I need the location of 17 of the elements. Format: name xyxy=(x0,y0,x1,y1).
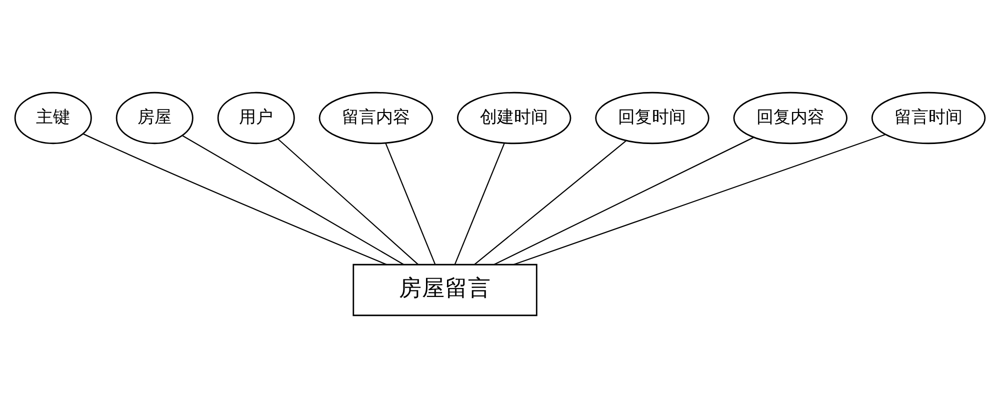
node-box: 房屋留言 xyxy=(352,264,538,316)
connector xyxy=(385,142,436,265)
node-ellipse: 用户 xyxy=(217,92,295,144)
node-ellipse: 房屋 xyxy=(116,92,194,144)
connector xyxy=(514,134,886,266)
node-ellipse: 创建时间 xyxy=(456,92,572,144)
node-ellipse: 留言时间 xyxy=(871,92,986,144)
connector xyxy=(474,140,626,265)
connector xyxy=(82,133,387,266)
connector xyxy=(277,138,418,265)
node-ellipse: 留言内容 xyxy=(318,92,434,144)
connector xyxy=(454,142,505,265)
node-ellipse: 回复内容 xyxy=(733,92,848,144)
connector xyxy=(182,135,404,265)
connector xyxy=(494,136,754,266)
node-ellipse: 主键 xyxy=(14,92,92,144)
node-ellipse: 回复时间 xyxy=(595,92,710,144)
